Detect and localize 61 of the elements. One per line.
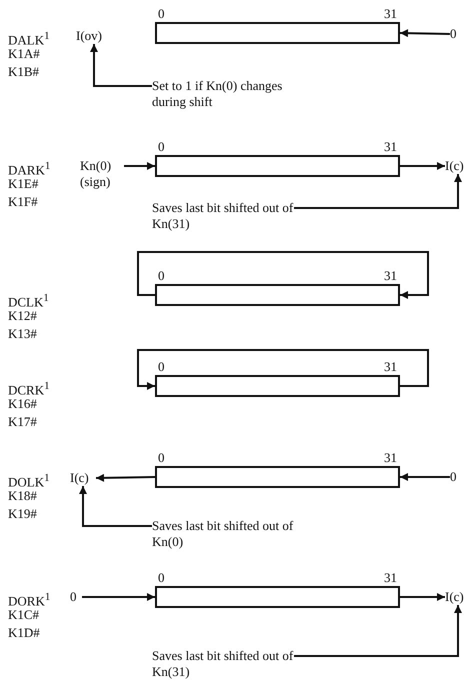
- register-box: [155, 586, 400, 608]
- bit-number: 0: [158, 570, 164, 586]
- register-box: [155, 375, 400, 397]
- indicator-text: I(c): [445, 589, 471, 605]
- bit-number: 0: [158, 268, 164, 284]
- indicator-text: I(ov): [76, 28, 112, 44]
- register-box: [155, 155, 400, 177]
- arrow: [96, 474, 156, 482]
- loop-arrow: [137, 251, 429, 299]
- input-value: Kn(0) (sign): [80, 158, 124, 192]
- opcode: K1F#: [8, 194, 38, 210]
- loop-arrow: [137, 349, 429, 390]
- opcode: K19#: [8, 506, 37, 522]
- instruction-mnemonic: DORK$^{1}$: [8, 590, 50, 610]
- arrow: [400, 162, 445, 170]
- arrow: [400, 473, 450, 481]
- opcode: K1D#: [8, 625, 40, 641]
- instruction-mnemonic: DOLK$^{1}$: [8, 471, 50, 490]
- bit-number: 31: [384, 268, 397, 284]
- opcode: K1E#: [8, 176, 38, 192]
- register-box: [155, 284, 400, 306]
- arrow: [82, 593, 155, 601]
- arrow: [90, 44, 152, 87]
- bit-number: 0: [158, 6, 164, 22]
- callout-note: Saves last bit shifted out of Kn(0): [152, 518, 294, 552]
- arrow: [400, 29, 450, 38]
- callout-note: Saves last bit shifted out of Kn(31): [152, 648, 294, 682]
- register-box: [155, 466, 400, 488]
- arrow: [294, 174, 462, 209]
- arrow: [400, 593, 445, 601]
- bit-number: 31: [384, 570, 397, 586]
- bit-number: 0: [158, 450, 164, 466]
- register-box: [155, 22, 400, 44]
- callout-note: Saves last bit shifted out of Kn(31): [152, 200, 294, 234]
- input-value: 0: [450, 26, 462, 42]
- bit-number: 31: [384, 359, 397, 375]
- callout-note: Set to 1 if Kn(0) changes during shift: [152, 78, 302, 112]
- bit-number: 0: [158, 359, 164, 375]
- opcode: K1A#: [8, 46, 40, 62]
- opcode: K13#: [8, 326, 37, 342]
- opcode: K18#: [8, 488, 37, 504]
- opcode: K12#: [8, 308, 37, 324]
- bit-number: 0: [158, 139, 164, 155]
- input-value: 0: [70, 589, 82, 605]
- bit-number: 31: [384, 6, 397, 22]
- arrow: [294, 605, 462, 657]
- indicator-text: I(c): [445, 158, 471, 174]
- opcode: K1B#: [8, 64, 40, 80]
- bit-number: 31: [384, 450, 397, 466]
- opcode: K16#: [8, 396, 37, 412]
- arrow: [124, 162, 155, 170]
- instruction-mnemonic: DCRK$^{1}$: [8, 379, 50, 398]
- instruction-mnemonic: DARK$^{1}$: [8, 159, 50, 178]
- opcode: K1C#: [8, 607, 40, 623]
- instruction-mnemonic: DCLK$^{1}$: [8, 291, 49, 310]
- bit-number: 31: [384, 139, 397, 155]
- opcode: K17#: [8, 414, 37, 430]
- indicator-text: I(c): [70, 470, 96, 486]
- arrow: [79, 486, 152, 527]
- instruction-mnemonic: DALK$^{1}$: [8, 29, 50, 48]
- input-value: 0: [450, 469, 462, 485]
